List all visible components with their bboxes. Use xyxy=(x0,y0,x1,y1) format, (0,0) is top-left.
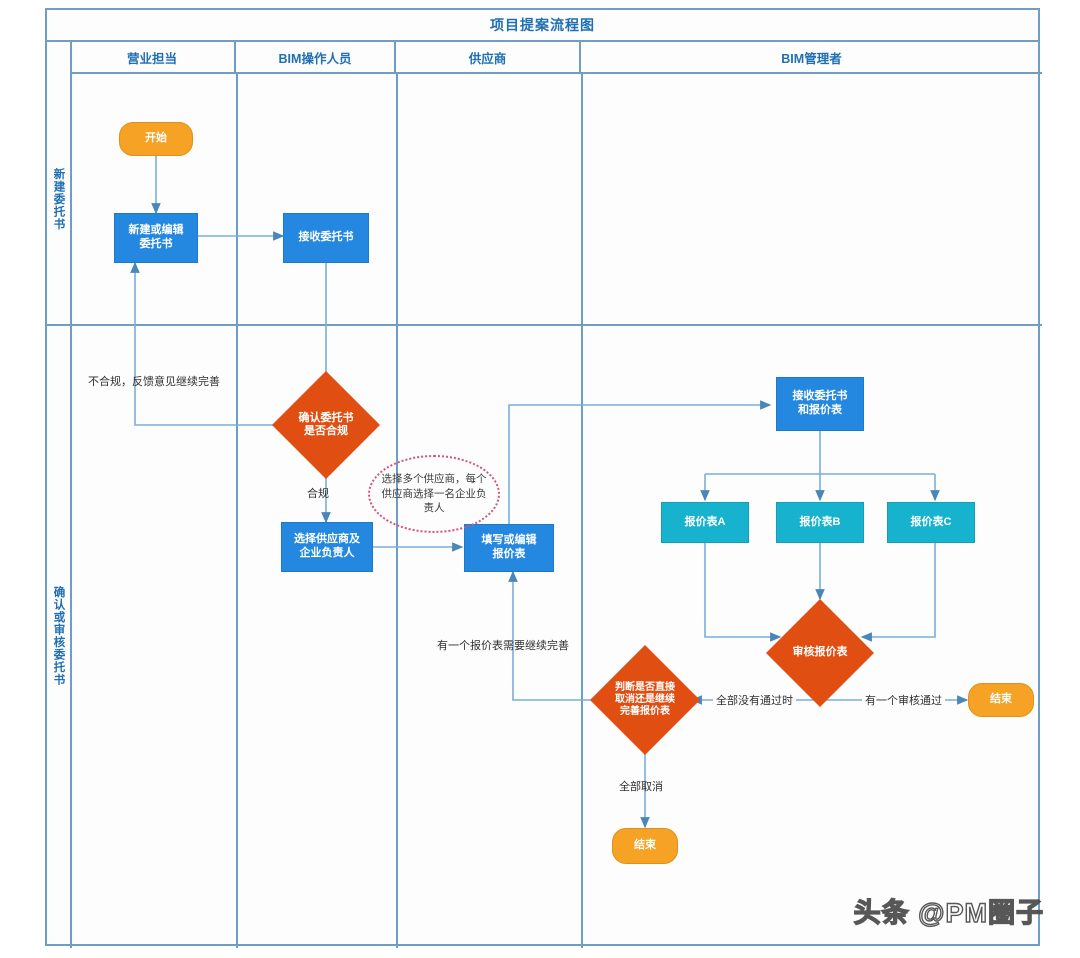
stage-label-confirm: 确认或审核委托书 xyxy=(47,326,70,946)
stage-row-divider xyxy=(47,324,1042,326)
node-quote-c[interactable]: 报价表C xyxy=(887,502,975,543)
node-create-or-edit-commission-label: 新建或编辑委托书 xyxy=(128,224,184,250)
node-quote-b[interactable]: 报价表B xyxy=(776,502,864,543)
edge-label-need-improve: 有一个报价表需要继续完善 xyxy=(437,640,569,652)
node-end-approved-label: 结束 xyxy=(990,693,1012,706)
node-select-supplier[interactable]: 选择供应商及企业负责人 xyxy=(281,522,373,572)
edge-label-compliant: 合规 xyxy=(307,488,329,500)
node-quote-c-label: 报价表C xyxy=(910,515,952,528)
node-create-or-edit-commission[interactable]: 新建或编辑委托书 xyxy=(114,213,198,263)
lane-header-bim-manager: BIM管理者 xyxy=(781,51,842,66)
stage-label-confirm-text: 确认或审核委托书 xyxy=(52,586,65,686)
lane-divider-1 xyxy=(236,74,238,948)
note-vendor-selection: 选择多个供应商，每个供应商选择一名企业负责人 xyxy=(368,455,500,533)
stage-column-divider xyxy=(70,42,72,948)
node-fill-or-edit-quote[interactable]: 填写或编辑报价表 xyxy=(464,524,554,572)
node-end-cancelled-label: 结束 xyxy=(634,839,656,852)
edge-label-all-cancel: 全部取消 xyxy=(619,781,663,793)
watermark: 头条 @PM圈子 xyxy=(853,897,1044,928)
stage-label-new: 新建委托书 xyxy=(47,74,70,324)
node-review-quote-label: 审核报价表 xyxy=(792,646,848,659)
lane-header-supplier: 供应商 xyxy=(396,42,581,72)
node-start-label: 开始 xyxy=(145,132,167,145)
node-quote-a[interactable]: 报价表A xyxy=(661,502,749,543)
lane-divider-3 xyxy=(581,74,583,948)
node-end-cancelled[interactable]: 结束 xyxy=(612,828,678,864)
node-cancel-or-continue-label: 判断是否直接取消还是继续完善报价表 xyxy=(615,682,675,717)
node-receive-commission-label: 接收委托书 xyxy=(298,231,354,244)
node-receive-commission-and-quote-label: 接收委托书和报价表 xyxy=(792,390,848,416)
lane-header-sales: 营业担当 xyxy=(70,42,236,72)
note-vendor-selection-text: 选择多个供应商，每个供应商选择一名企业负责人 xyxy=(381,472,487,515)
node-receive-commission[interactable]: 接收委托书 xyxy=(283,213,369,263)
swimlane-frame: 项目提案流程图 营业担当 BIM操作人员 供应商 BIM管理者 新建委托书 确认… xyxy=(45,8,1042,948)
stage-label-new-text: 新建委托书 xyxy=(52,167,65,231)
node-check-compliance[interactable]: 确认委托书是否合规 xyxy=(272,371,380,479)
node-select-supplier-label: 选择供应商及企业负责人 xyxy=(294,533,360,559)
node-fill-or-edit-quote-label: 填写或编辑报价表 xyxy=(481,534,537,560)
node-review-quote[interactable]: 审核报价表 xyxy=(766,599,874,707)
node-cancel-or-continue[interactable]: 判断是否直接取消还是继续完善报价表 xyxy=(590,645,700,755)
node-quote-b-label: 报价表B xyxy=(799,515,841,528)
edge-label-one-passed: 有一个审核通过 xyxy=(862,692,945,708)
node-end-approved[interactable]: 结束 xyxy=(968,683,1034,717)
edge-label-noncompliant: 不合规，反馈意见继续完善 xyxy=(88,376,220,388)
page-title: 项目提案流程图 xyxy=(490,17,595,33)
diagram-title-band: 项目提案流程图 xyxy=(47,10,1038,42)
node-start[interactable]: 开始 xyxy=(119,122,193,156)
lane-header-row: 营业担当 BIM操作人员 供应商 BIM管理者 xyxy=(70,42,1042,74)
lane-header-bim-operator: BIM操作人员 xyxy=(236,42,396,72)
node-check-compliance-label: 确认委托书是否合规 xyxy=(298,411,354,437)
node-quote-a-label: 报价表A xyxy=(684,515,726,528)
node-receive-commission-and-quote[interactable]: 接收委托书和报价表 xyxy=(776,377,864,431)
